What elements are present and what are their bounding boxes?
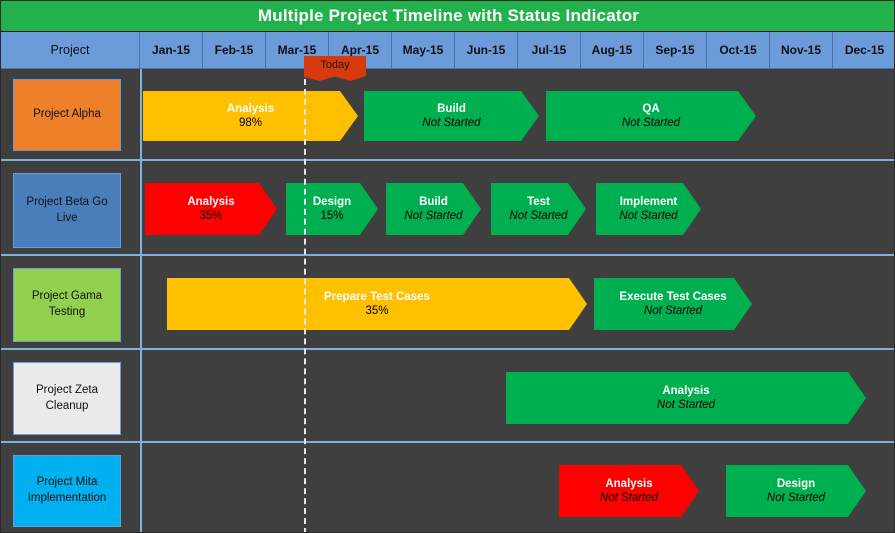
task-name: Analysis [605, 477, 653, 490]
task-name: Build [437, 102, 466, 115]
today-line [304, 69, 306, 532]
task-status: Not Started [643, 305, 703, 317]
month-header-jul-15: Jul-15 [518, 32, 581, 68]
project-label-box[interactable]: Project Alpha [13, 79, 121, 151]
task-status: Not Started [656, 399, 716, 411]
task-bar[interactable]: Analysis 35% [145, 183, 277, 235]
month-header-jun-15: Jun-15 [455, 32, 518, 68]
task-bar[interactable]: Analysis 98% [143, 91, 358, 141]
month-header-feb-15: Feb-15 [203, 32, 266, 68]
project-label-box[interactable]: Project Mita Implementation [13, 455, 121, 527]
task-name: Execute Test Cases [619, 290, 727, 303]
task-status: Not Started [422, 117, 481, 129]
month-header-may-15: May-15 [392, 32, 455, 68]
month-header-apr-15: Apr-15 [329, 32, 392, 68]
project-column-divider [140, 69, 142, 532]
timeline-row: Project Beta Go Live Analysis 35% Design 15%… [1, 161, 894, 256]
task-name: Implement [619, 195, 678, 208]
project-label-box[interactable]: Project Gama Testing [13, 268, 121, 342]
month-header-aug-15: Aug-15 [581, 32, 644, 68]
task-status: 15% [320, 210, 344, 222]
task-name: QA [642, 102, 660, 115]
month-header-jan-15: Jan-15 [140, 32, 203, 68]
today-flag-label: Today [320, 59, 350, 71]
project-column-header: Project [1, 32, 140, 68]
task-name: Build [419, 195, 448, 208]
chart-title-bar: Multiple Project Timeline with Status In… [1, 1, 894, 32]
task-name: Prepare Test Cases [324, 290, 430, 303]
project-label-box[interactable]: Project Beta Go Live [13, 173, 121, 248]
today-flag-marker: Today [304, 56, 366, 81]
task-status: Not Started [509, 210, 568, 222]
task-status: 98% [238, 117, 263, 129]
task-name: Design [312, 195, 352, 208]
task-status: 35% [365, 305, 389, 317]
task-status: Not Started [621, 117, 681, 129]
project-label-box[interactable]: Project Zeta Cleanup [13, 362, 121, 435]
month-header-dec-15: Dec-15 [844, 43, 885, 57]
task-status: Not Started [599, 492, 659, 504]
task-name: Analysis [187, 195, 235, 208]
task-name: Design [776, 477, 816, 490]
task-name: Analysis [662, 384, 710, 397]
task-status: Not Started [619, 210, 678, 222]
month-header-sep-15: Sep-15 [644, 32, 707, 68]
task-bar[interactable]: QA Not Started [546, 91, 756, 141]
task-status: Not Started [766, 492, 826, 504]
task-status: Not Started [404, 210, 463, 222]
page-title: Multiple Project Timeline with Status In… [257, 6, 640, 25]
task-status: 35% [199, 210, 223, 222]
task-bar[interactable]: Design 15% [286, 183, 378, 235]
month-header-mar-15: Mar-15 [266, 32, 329, 68]
task-bar[interactable]: Prepare Test Cases 35% [167, 278, 587, 330]
timeline-row: Project Gama Testing Prepare Test Cases 35… [1, 256, 894, 350]
month-header-oct-15: Oct-15 [707, 32, 770, 68]
task-name: Analysis [226, 102, 275, 115]
task-name: Test [527, 195, 550, 208]
month-header-nov-15: Nov-15 [770, 32, 833, 68]
